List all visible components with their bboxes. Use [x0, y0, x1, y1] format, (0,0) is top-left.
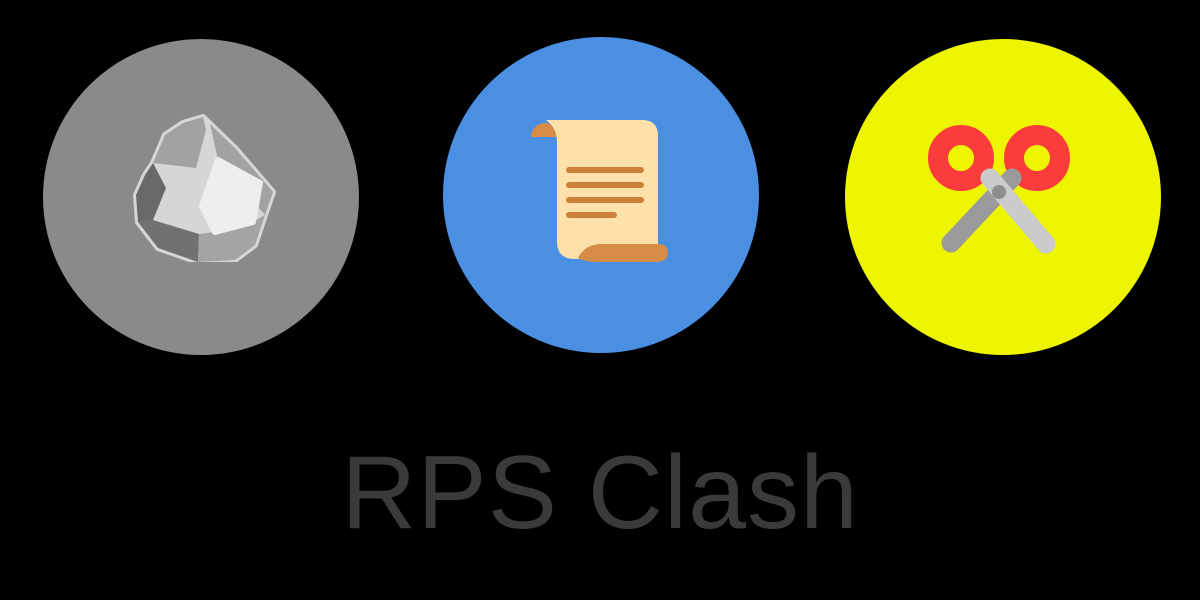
- paper-choice-badge[interactable]: [443, 37, 759, 353]
- rock-choice-badge[interactable]: [43, 39, 359, 355]
- scroll-top-curl: [531, 123, 559, 137]
- rock-facet-highlight: [199, 157, 263, 235]
- scissors-choice-badge[interactable]: [845, 39, 1161, 355]
- scroll-sheet: [546, 120, 658, 259]
- rock-facet-ridge: [153, 117, 206, 168]
- app-title: RPS Clash: [341, 435, 859, 551]
- scissors-right-handle: [1004, 125, 1070, 191]
- scissors-left-handle: [928, 125, 994, 191]
- rock-facet-bottom-dark: [138, 220, 199, 262]
- scissors-pivot: [992, 185, 1006, 199]
- rock-facet-bottom-right: [198, 215, 265, 262]
- scissors-icon: [928, 125, 1070, 254]
- rock-facet-left-dark: [136, 163, 166, 222]
- paper-scroll-icon: [531, 120, 668, 262]
- scroll-text-lines: [566, 167, 644, 218]
- scroll-bottom-curl: [578, 244, 668, 262]
- rock-icon: [133, 114, 276, 262]
